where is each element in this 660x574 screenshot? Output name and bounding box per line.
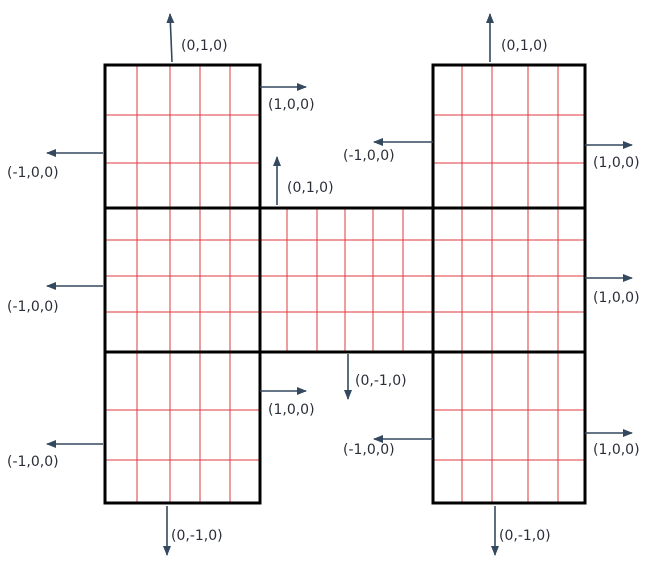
block-outlines (103, 63, 587, 505)
right-column-outline (431, 63, 587, 505)
label-bottom-right-left: (-1,0,0) (343, 442, 395, 458)
label-bridge-down: (0,-1,0) (355, 373, 407, 389)
label-top-right-up: (0,1,0) (501, 38, 548, 54)
arrow-up (166, 13, 175, 63)
label-left-bottom: (-1,0,0) (7, 454, 59, 470)
left-column-outline (103, 63, 262, 505)
vector-labels: (0,1,0) (1,0,0) (0,1,0) (-1,0,0) (1,0,0)… (7, 38, 640, 544)
mesh-grid (105, 65, 585, 503)
label-top-left-up: (0,1,0) (181, 38, 228, 54)
normal-arrows (46, 13, 633, 556)
label-bridge-up: (0,1,0) (287, 180, 334, 196)
label-top-right-left: (-1,0,0) (343, 148, 395, 164)
label-bottom-left-down: (0,-1,0) (171, 528, 223, 544)
label-top-right-right: (1,0,0) (593, 155, 640, 171)
label-top-left-right: (1,0,0) (268, 97, 315, 113)
label-bottom-right-right: (1,0,0) (593, 442, 640, 458)
label-bottom-right-down: (0,-1,0) (499, 528, 551, 544)
label-right-mid: (1,0,0) (593, 290, 640, 306)
label-bottom-left-right: (1,0,0) (268, 402, 315, 418)
label-left-top: (-1,0,0) (7, 165, 59, 181)
label-left-mid: (-1,0,0) (7, 299, 59, 315)
